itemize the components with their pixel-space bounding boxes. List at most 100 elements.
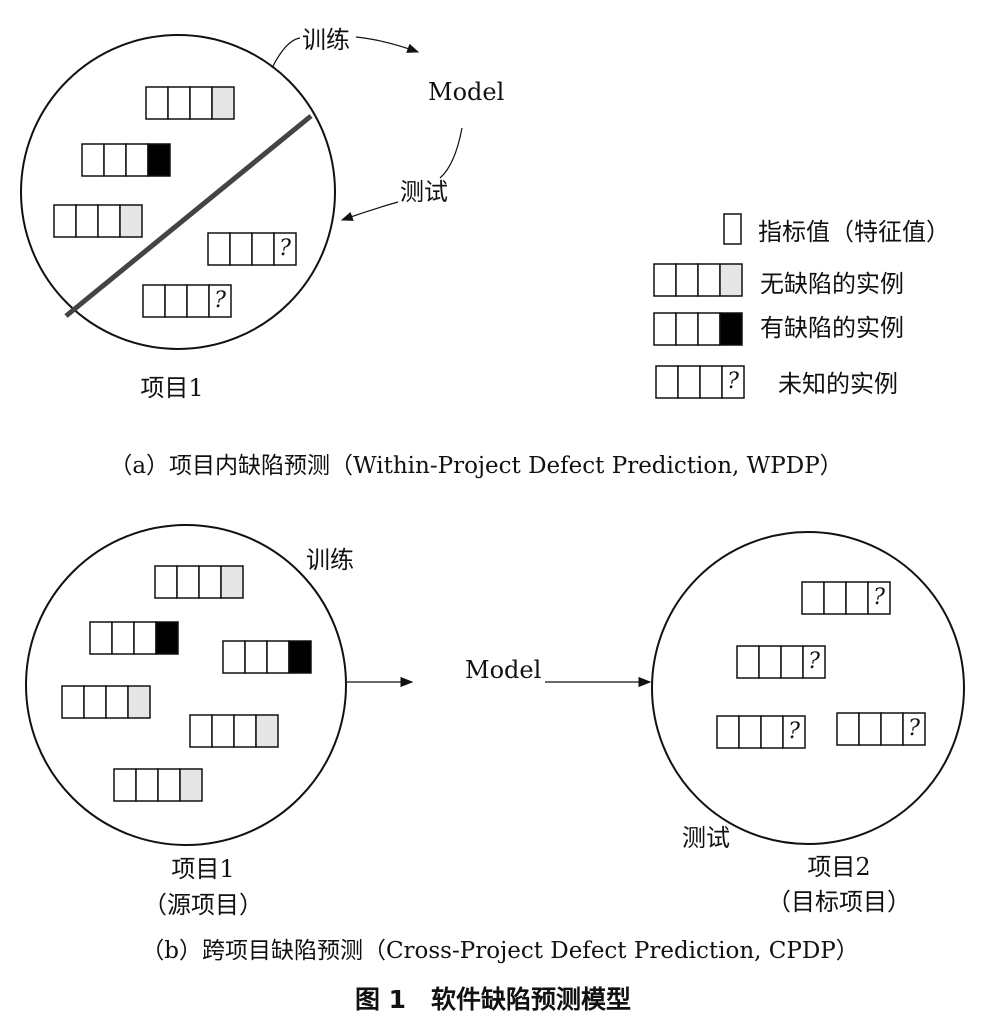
instance-metric-cell bbox=[823, 581, 847, 615]
instance-metric-cell bbox=[880, 712, 904, 746]
instance-metric-cell bbox=[186, 284, 210, 318]
instance-metric-cell bbox=[81, 143, 105, 177]
instance-status-cell bbox=[902, 712, 926, 746]
legend-clean-box bbox=[653, 263, 743, 297]
model-label-b: Model bbox=[465, 656, 541, 684]
unknown-instance: ? bbox=[207, 232, 297, 266]
caption-a: （a）项目内缺陷预测（Within-Project Defect Predict… bbox=[109, 453, 842, 479]
unknown-instance: ? bbox=[716, 715, 806, 749]
source-project-instances bbox=[61, 565, 312, 802]
instance-metric-cell bbox=[135, 768, 159, 802]
instance-metric-cell bbox=[75, 204, 99, 238]
instance-metric-cell bbox=[145, 86, 169, 120]
instance-metric-cell bbox=[61, 685, 85, 719]
legend-metric-cell bbox=[723, 213, 742, 245]
unknown-mark: ? bbox=[873, 585, 885, 610]
instance-status-cell bbox=[179, 768, 203, 802]
target-project-label: 项目2 bbox=[807, 853, 870, 881]
legend-clean-text: 无缺陷的实例 bbox=[760, 270, 904, 298]
instance-metric-cell bbox=[154, 565, 178, 599]
unknown-instance: ? bbox=[736, 645, 826, 679]
instance-metric-cell bbox=[244, 640, 268, 674]
instance-metric-cell bbox=[858, 712, 882, 746]
train-to-model-arrow bbox=[355, 36, 420, 53]
instance-metric-cell bbox=[207, 232, 231, 266]
test-label-b: 测试 bbox=[682, 824, 730, 852]
train-label-b: 训练 bbox=[306, 546, 354, 574]
instance-metric-cell bbox=[103, 143, 127, 177]
source-project-sublabel: （源项目） bbox=[143, 891, 263, 919]
instance-status-cell bbox=[119, 204, 143, 238]
instance-metric-cell bbox=[675, 263, 699, 297]
project1-label-a: 项目1 bbox=[140, 374, 203, 402]
instance-metric-cell bbox=[133, 621, 157, 655]
legend-unknown-instance: ? bbox=[655, 365, 745, 399]
unknown-mark: ? bbox=[727, 369, 739, 394]
instance-metric-cell bbox=[83, 685, 107, 719]
clean-instance bbox=[154, 565, 244, 599]
instance-metric-cell bbox=[836, 712, 860, 746]
legend-clean-instance bbox=[653, 263, 743, 297]
instance-metric-cell bbox=[675, 312, 699, 346]
instance-metric-cell bbox=[211, 714, 235, 748]
target-project-sublabel: （目标项目） bbox=[767, 888, 911, 916]
legend-metric-text: 指标值（特征值） bbox=[758, 218, 950, 246]
source-project-label: 项目1 bbox=[171, 855, 234, 883]
defective-instance bbox=[222, 640, 312, 674]
instance-metric-cell bbox=[222, 640, 246, 674]
instance-status-cell bbox=[802, 645, 826, 679]
instance-metric-cell bbox=[736, 645, 760, 679]
instance-metric-cell bbox=[125, 143, 149, 177]
instance-status-cell bbox=[220, 565, 244, 599]
instance-status-cell bbox=[273, 232, 297, 266]
instance-status-cell bbox=[867, 581, 891, 615]
instance-metric-cell bbox=[164, 284, 188, 318]
instance-metric-cell bbox=[176, 565, 200, 599]
unknown-mark: ? bbox=[788, 719, 800, 744]
instance-status-cell bbox=[147, 143, 171, 177]
project1-circle-a bbox=[20, 34, 336, 350]
instance-metric-cell bbox=[113, 768, 137, 802]
instance-status-cell bbox=[127, 685, 151, 719]
instance-metric-cell bbox=[760, 715, 784, 749]
instance-metric-cell bbox=[266, 640, 290, 674]
target-project-circle bbox=[651, 531, 965, 845]
instance-metric-cell bbox=[97, 204, 121, 238]
target-project-instances: ???? bbox=[716, 581, 926, 749]
instance-status-cell bbox=[211, 86, 235, 120]
legend-defect-box bbox=[653, 312, 743, 346]
instance-status-cell bbox=[782, 715, 806, 749]
instance-status-cell bbox=[288, 640, 312, 674]
train-test-split-line bbox=[64, 114, 313, 318]
project1-instances-a: ?? bbox=[53, 86, 297, 318]
instance-status-cell bbox=[255, 714, 279, 748]
instance-metric-cell bbox=[105, 685, 129, 719]
instance-metric-cell bbox=[738, 715, 762, 749]
part-b: 训练 Model ???? 测试 项目1 （源项目） 项目2 （目标项目） （b… bbox=[25, 524, 965, 964]
legend-unknown-box: ? bbox=[655, 365, 745, 399]
instance-metric-cell bbox=[142, 284, 166, 318]
unknown-mark: ? bbox=[808, 649, 820, 674]
instance-metric-cell bbox=[801, 581, 825, 615]
instance-metric-cell bbox=[229, 232, 253, 266]
part-a: ?? 训练 Model 测试 项目1 （a）项目内缺陷预测（Within-Pro… bbox=[20, 26, 843, 479]
source-project-circle bbox=[25, 524, 347, 846]
instance-metric-cell bbox=[677, 365, 701, 399]
legend-defective-instance bbox=[653, 312, 743, 346]
instance-metric-cell bbox=[157, 768, 181, 802]
unknown-instance: ? bbox=[142, 284, 232, 318]
test-label-a: 测试 bbox=[400, 178, 448, 206]
instance-metric-cell bbox=[780, 645, 804, 679]
instance-metric-cell bbox=[233, 714, 257, 748]
instance-metric-cell bbox=[697, 263, 721, 297]
instance-metric-cell bbox=[653, 263, 677, 297]
instance-status-cell bbox=[719, 312, 743, 346]
train-label-a: 训练 bbox=[302, 26, 350, 54]
unknown-instance: ? bbox=[836, 712, 926, 746]
instance-status-cell bbox=[721, 365, 745, 399]
instance-metric-cell bbox=[653, 312, 677, 346]
clean-instance bbox=[113, 768, 203, 802]
instance-metric-cell bbox=[697, 312, 721, 346]
instance-metric-cell bbox=[699, 365, 723, 399]
unknown-mark: ? bbox=[908, 716, 920, 741]
